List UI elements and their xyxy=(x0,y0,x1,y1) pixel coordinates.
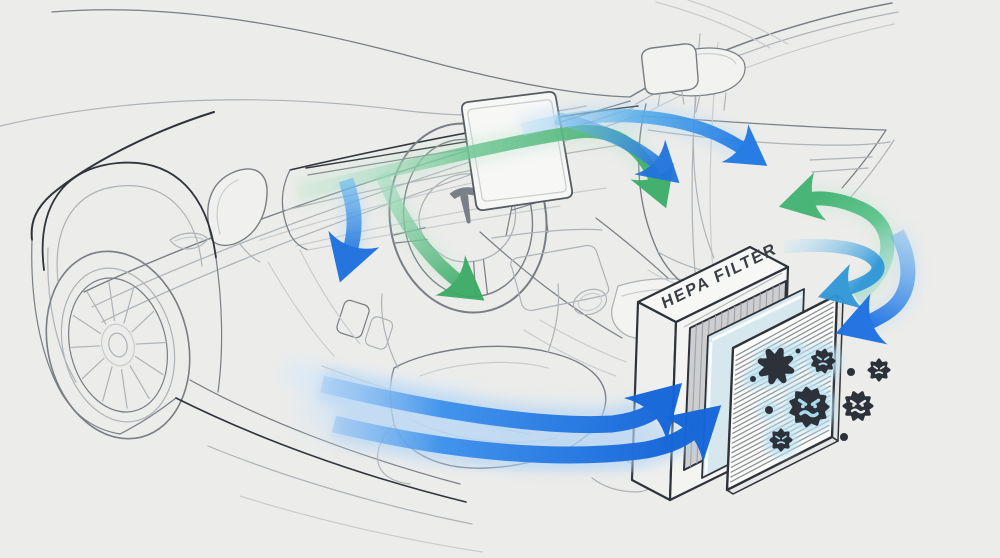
airflow-arrow-floor-return-upper xyxy=(320,375,682,442)
tesla-logo-icon xyxy=(449,187,478,224)
headrest xyxy=(641,43,699,95)
particle-dot-icon xyxy=(765,406,773,414)
side-camera xyxy=(169,232,209,250)
cupholder xyxy=(572,288,608,316)
germ-icon xyxy=(789,386,830,428)
airflow-arrow-intake-inner-cyan xyxy=(783,238,885,309)
floor-return-arrows xyxy=(282,359,722,472)
germs-caught-on-filter xyxy=(743,341,841,457)
particle-dot-icon xyxy=(847,368,855,376)
airflow-arrow-dash-vent-sweep xyxy=(375,171,485,301)
particle-dot-icon xyxy=(795,348,801,354)
particle-dot-icon xyxy=(750,376,756,382)
airflow-arrow-dash-vent-down xyxy=(328,177,380,283)
germ-icon xyxy=(842,391,874,421)
germ-icon xyxy=(867,358,891,382)
germs-outside-filter xyxy=(840,358,891,441)
airflow-arrow-dash-center-down-blue xyxy=(554,111,680,184)
side-mirror-left xyxy=(207,168,268,263)
germ-icon xyxy=(769,428,793,452)
germ-icon xyxy=(811,348,836,374)
airflow-arrow-intake-outer-blue xyxy=(835,229,916,345)
intake-swirl-arrows xyxy=(778,172,920,345)
particle-dot-icon xyxy=(840,433,848,441)
front-fender xyxy=(41,161,223,435)
germ-icon xyxy=(757,347,795,385)
airflow-arrow-floor-return-lower xyxy=(332,405,722,464)
pedals xyxy=(267,249,394,357)
wheel-spokes xyxy=(71,281,165,409)
front-wheel xyxy=(45,250,191,440)
dash-airflow-arrows xyxy=(294,102,768,301)
